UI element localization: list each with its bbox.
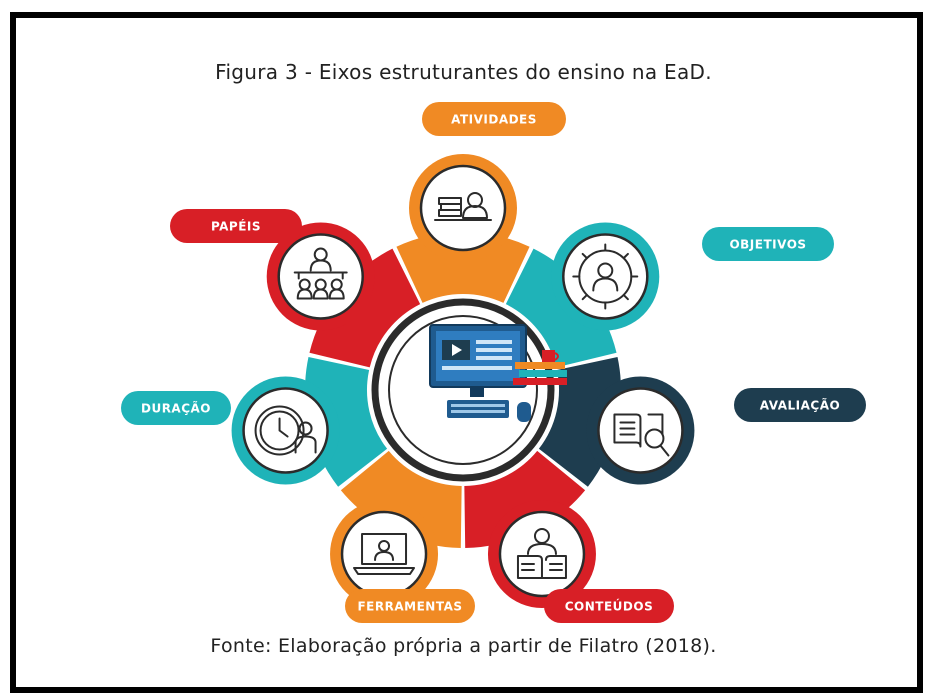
books-person-icon — [434, 192, 492, 221]
computer-desk-icon — [429, 324, 567, 422]
axis-label-pill-3 — [734, 388, 866, 422]
axis-label-7: PAPÉIS — [211, 219, 261, 234]
axis-label-pill-2 — [702, 227, 834, 261]
axis-label-5: FERRAMENTAS — [357, 600, 462, 614]
axis-labels: ATIVIDADES OBJETIVOS AVALIAÇÃO CONTEÚDOS FER… — [121, 102, 866, 623]
axis-label-pill-6 — [121, 391, 231, 425]
axis-icons — [231, 154, 695, 608]
axis-label-pill-5 — [345, 589, 475, 623]
person-reading-icon — [516, 527, 567, 579]
axis-label-4: CONTEÚDOS — [565, 599, 653, 614]
axis-label-1: ATIVIDADES — [451, 113, 537, 127]
axis-segment-2 — [505, 248, 617, 368]
gear-person-icon — [572, 243, 639, 310]
axis-label-pill-1 — [422, 102, 566, 136]
axis-label-pill-4 — [544, 589, 674, 623]
axis-node-circle-5 — [340, 510, 428, 598]
figure-caption: Figura 3 - Eixos estruturantes do ensino… — [215, 60, 712, 84]
axis-node-circle-7 — [277, 233, 364, 320]
book-magnifier-icon — [613, 413, 670, 457]
axis-segment-4 — [464, 450, 586, 548]
axis-label-6: DURAÇÃO — [141, 401, 211, 416]
axis-segment-5 — [340, 450, 462, 548]
axis-node-circle-1 — [419, 164, 507, 252]
classroom-icon — [293, 247, 348, 300]
laptop-person-icon — [353, 532, 416, 575]
center-hub — [371, 298, 567, 482]
clock-person-icon — [254, 405, 317, 456]
axis-label-3: AVALIAÇÃO — [760, 398, 840, 413]
axis-label-2: OBJETIVOS — [729, 238, 806, 252]
axis-node-circle-4 — [498, 510, 586, 598]
figure-source: Fonte: Elaboração própria a partir de Fi… — [210, 635, 717, 657]
axis-segment-7 — [309, 248, 421, 368]
axis-label-pill-7 — [170, 209, 302, 243]
axis-node-circle-6 — [242, 387, 329, 474]
